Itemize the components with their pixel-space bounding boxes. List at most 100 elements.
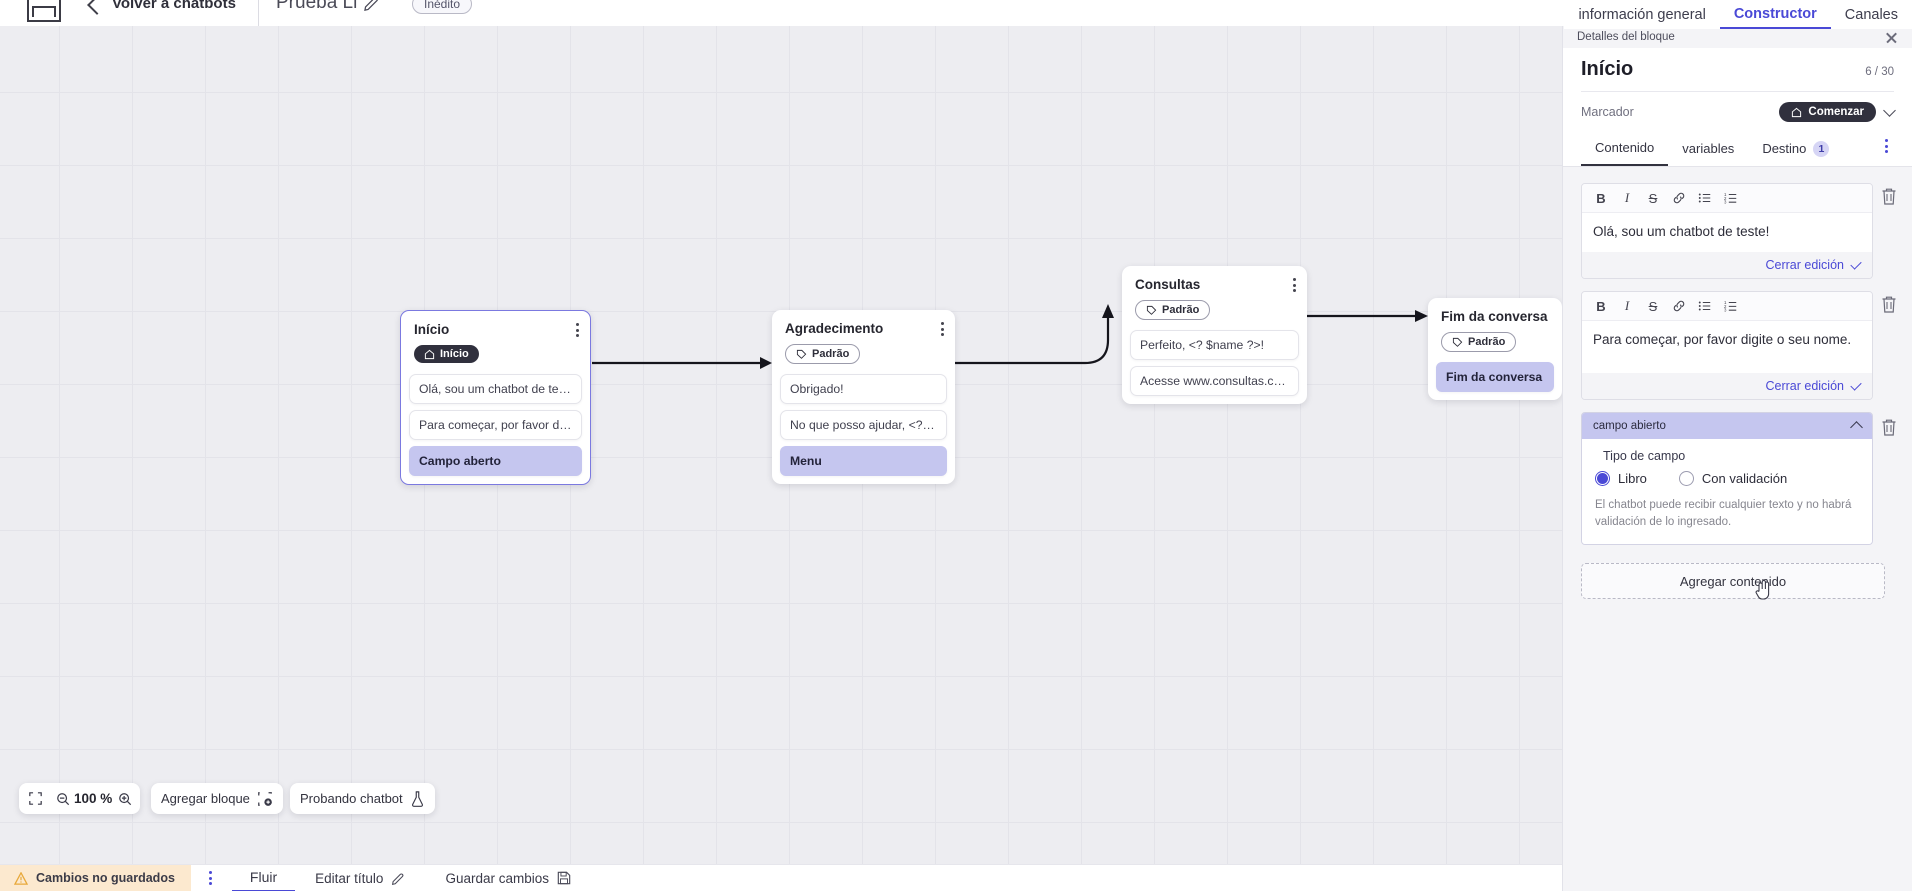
radio-label: Con validación bbox=[1701, 471, 1788, 486]
add-block-label: Agregar bloque bbox=[161, 791, 250, 806]
tab-variables[interactable]: variables bbox=[1668, 135, 1748, 165]
link-icon[interactable] bbox=[1666, 296, 1692, 316]
tab-destino[interactable]: Destino 1 bbox=[1748, 135, 1843, 166]
tab-label: variables bbox=[1682, 141, 1735, 156]
back-to-chatbots-link[interactable]: Volver a chatbots bbox=[112, 0, 236, 12]
link-icon[interactable] bbox=[1666, 188, 1692, 208]
trash-icon[interactable] bbox=[1880, 418, 1898, 438]
tab-label: Destino bbox=[1762, 141, 1807, 156]
save-changes-button[interactable]: Guardar cambios bbox=[425, 871, 591, 886]
add-content-button[interactable]: Agregar contenido bbox=[1581, 563, 1885, 600]
panel-tabs: Contenido variables Destino 1 bbox=[1581, 134, 1894, 166]
zoom-out-icon[interactable] bbox=[52, 783, 74, 814]
header-tabs: información general Constructor Canales bbox=[1564, 0, 1912, 29]
tab-canales[interactable]: Canales bbox=[1844, 6, 1898, 23]
chevron-down-icon[interactable] bbox=[1883, 103, 1896, 117]
tag-icon bbox=[1146, 305, 1157, 315]
close-edit-label: Cerrar edición bbox=[1765, 258, 1844, 272]
close-edit-button[interactable]: Cerrar edición bbox=[1765, 378, 1862, 393]
open-field-label: campo abierto bbox=[1593, 420, 1666, 432]
flow-node-fim-da-conversa[interactable]: Fim da conversa Padrão Fim da conversa bbox=[1428, 298, 1562, 400]
node-message[interactable]: Acesse www.consultas.com par... bbox=[1130, 365, 1299, 396]
open-field-header[interactable]: campo abierto bbox=[1582, 413, 1872, 439]
node-message[interactable]: Obrigado! bbox=[780, 373, 947, 404]
node-title: Início bbox=[414, 322, 450, 337]
node-chip-label: Padrão bbox=[1162, 304, 1200, 316]
warning-triangle-icon bbox=[14, 871, 28, 885]
node-message-highlight[interactable]: Campo aberto bbox=[409, 445, 582, 476]
zoom-in-icon[interactable] bbox=[112, 783, 140, 814]
tab-constructor[interactable]: Constructor bbox=[1719, 0, 1831, 29]
add-block-button[interactable]: Agregar bloque bbox=[151, 783, 283, 814]
node-chip-label: Início bbox=[440, 348, 469, 360]
kebab-menu-icon[interactable] bbox=[1293, 278, 1296, 292]
bullet-list-icon[interactable] bbox=[1692, 296, 1718, 316]
trash-icon[interactable] bbox=[1880, 187, 1898, 207]
header-divider bbox=[258, 0, 259, 26]
bullet-list-icon[interactable] bbox=[1692, 188, 1718, 208]
pencil-icon[interactable] bbox=[363, 0, 380, 11]
node-message[interactable]: No que posso ajudar, <? $name ... bbox=[780, 409, 947, 440]
edit-title-button[interactable]: Editar título bbox=[295, 871, 425, 886]
marker-start-pill[interactable]: Comenzar bbox=[1779, 102, 1876, 122]
chatbot-name: Prueba Li bbox=[276, 0, 358, 13]
node-message[interactable]: Olá, sou um chatbot de teste! bbox=[409, 373, 582, 404]
flow-node-agradecimento[interactable]: Agradecimento Padrão Obrigado! No que po… bbox=[772, 310, 955, 484]
node-message[interactable]: Para começar, por favor digite o ... bbox=[409, 409, 582, 440]
panel-header: Detalles del bloque bbox=[1563, 26, 1912, 48]
test-chatbot-button[interactable]: Probando chatbot bbox=[290, 783, 435, 814]
node-message-highlight[interactable]: Fim da conversa bbox=[1436, 361, 1554, 392]
kebab-menu-icon[interactable] bbox=[208, 871, 212, 885]
tab-contenido[interactable]: Contenido bbox=[1581, 134, 1669, 166]
radio-con-validacion[interactable]: Con validación bbox=[1678, 471, 1788, 486]
node-chip-padrao: Padrão bbox=[1135, 300, 1211, 320]
node-chip-padrao: Padrão bbox=[785, 344, 861, 364]
svg-text:2: 2 bbox=[1724, 196, 1727, 201]
flow-canvas[interactable]: Início Início Olá, sou um chatbot de tes… bbox=[0, 26, 1562, 864]
tab-informacion-general[interactable]: información general bbox=[1578, 6, 1706, 23]
add-block-group: Agregar bloque bbox=[151, 783, 283, 814]
close-edit-label: Cerrar edición bbox=[1765, 379, 1844, 393]
italic-icon[interactable]: I bbox=[1624, 298, 1630, 313]
flow-node-consultas[interactable]: Consultas Padrão Perfeito, <? $name ?>! … bbox=[1122, 266, 1307, 404]
close-icon[interactable] bbox=[1885, 31, 1898, 44]
kebab-menu-icon[interactable] bbox=[576, 323, 579, 337]
editor-text[interactable]: Olá, sou um chatbot de teste! bbox=[1582, 213, 1872, 252]
close-edit-button[interactable]: Cerrar edición bbox=[1765, 257, 1862, 272]
status-bar: Cambios no guardados Fluir Editar título… bbox=[0, 864, 1562, 891]
flow-connectors bbox=[592, 304, 1428, 369]
radio-libro[interactable]: Libro bbox=[1595, 471, 1647, 486]
editor-footer: Cerrar edición bbox=[1582, 252, 1872, 278]
node-title: Fim da conversa bbox=[1441, 309, 1548, 324]
bold-icon[interactable]: B bbox=[1596, 190, 1606, 206]
unsaved-changes-banner: Cambios no guardados bbox=[0, 864, 191, 891]
node-header: Fim da conversa Padrão bbox=[1428, 298, 1562, 362]
add-block-icon bbox=[258, 791, 272, 806]
field-type-label: Tipo de campo bbox=[1603, 449, 1686, 463]
chevron-up-icon[interactable] bbox=[1850, 421, 1863, 434]
node-message-highlight[interactable]: Menu bbox=[780, 445, 947, 476]
chevron-left-icon[interactable] bbox=[87, 0, 107, 15]
flow-node-inicio[interactable]: Início Início Olá, sou um chatbot de tes… bbox=[400, 310, 591, 485]
editor-text[interactable]: Para começar, por favor digite o seu nom… bbox=[1582, 321, 1872, 373]
trash-icon[interactable] bbox=[1880, 295, 1898, 315]
app-logo-icon[interactable] bbox=[27, 0, 61, 22]
node-message[interactable]: Perfeito, <? $name ?>! bbox=[1130, 329, 1299, 360]
bold-icon[interactable]: B bbox=[1596, 298, 1606, 314]
node-chip-inicio: Início bbox=[414, 345, 479, 363]
strikethrough-icon[interactable]: S bbox=[1648, 298, 1658, 314]
home-icon bbox=[1792, 107, 1802, 117]
unsaved-label: Cambios no guardados bbox=[36, 871, 175, 885]
strikethrough-icon[interactable]: S bbox=[1648, 190, 1658, 206]
kebab-menu-icon[interactable] bbox=[941, 322, 944, 336]
kebab-menu-icon[interactable] bbox=[1885, 139, 1894, 161]
italic-icon[interactable]: I bbox=[1624, 190, 1630, 205]
tab-fluir[interactable]: Fluir bbox=[231, 865, 296, 891]
fit-screen-icon[interactable] bbox=[19, 783, 52, 814]
